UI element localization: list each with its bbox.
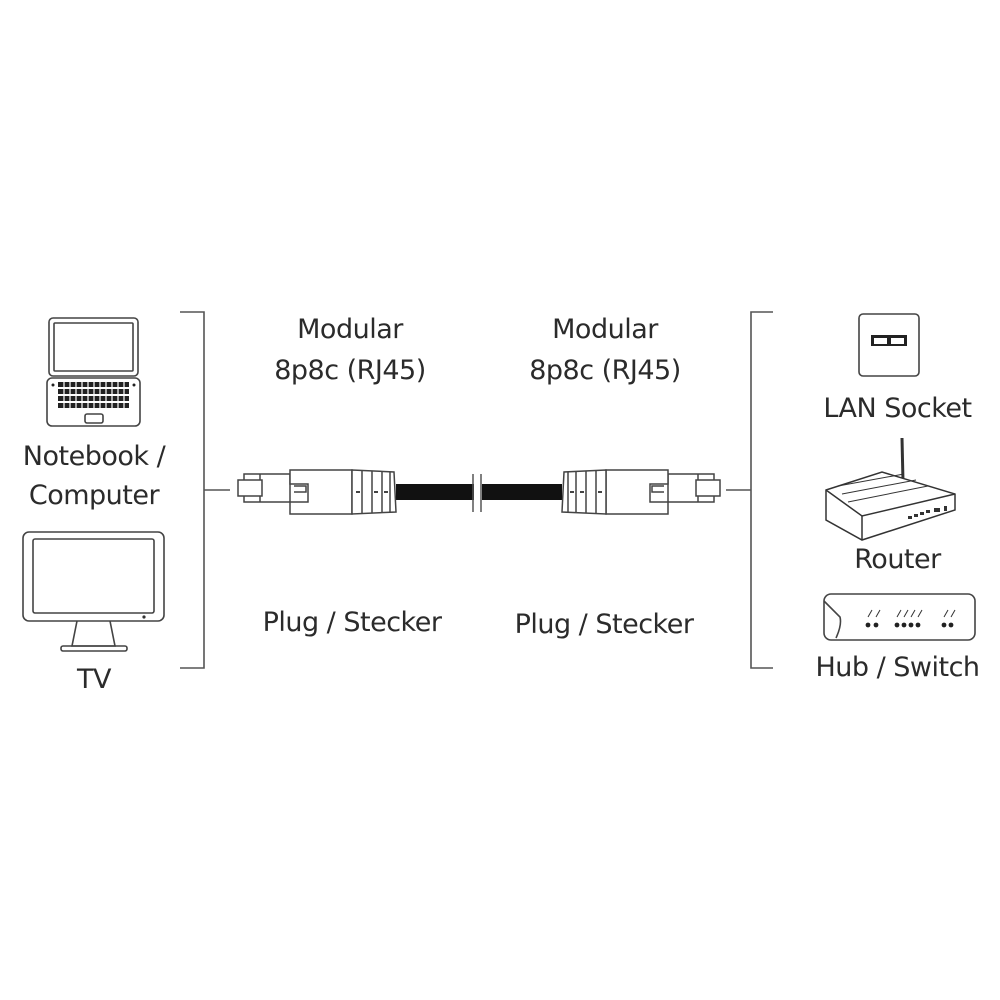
left-bracket <box>180 311 230 669</box>
right-connector-type-line1: Modular <box>552 314 658 345</box>
hub-switch-label: Hub / Switch <box>815 652 980 683</box>
right-plug-label: Plug / Stecker <box>514 609 694 640</box>
router-label: Router <box>854 544 941 575</box>
rj45-plug-right <box>561 469 721 515</box>
rj45-plug-left <box>237 469 397 515</box>
laptop-icon <box>46 317 141 427</box>
computer-label: Computer <box>28 480 160 511</box>
hub-switch-icon <box>823 593 976 641</box>
router-icon <box>825 437 956 541</box>
left-plug-label: Plug / Stecker <box>262 607 442 638</box>
left-connector-type-line2: 8p8c (RJ45) <box>274 355 426 386</box>
right-bracket <box>726 311 773 669</box>
tv-label: TV <box>77 664 111 695</box>
right-connector-type-line2: 8p8c (RJ45) <box>529 355 681 386</box>
lan-socket-icon <box>858 313 920 377</box>
lan-socket-label: LAN Socket <box>823 393 972 424</box>
left-connector-type-line1: Modular <box>297 314 403 345</box>
notebook-label: Notebook / <box>22 441 166 472</box>
ethernet-cable <box>396 474 562 512</box>
tv-monitor-icon <box>22 531 165 652</box>
